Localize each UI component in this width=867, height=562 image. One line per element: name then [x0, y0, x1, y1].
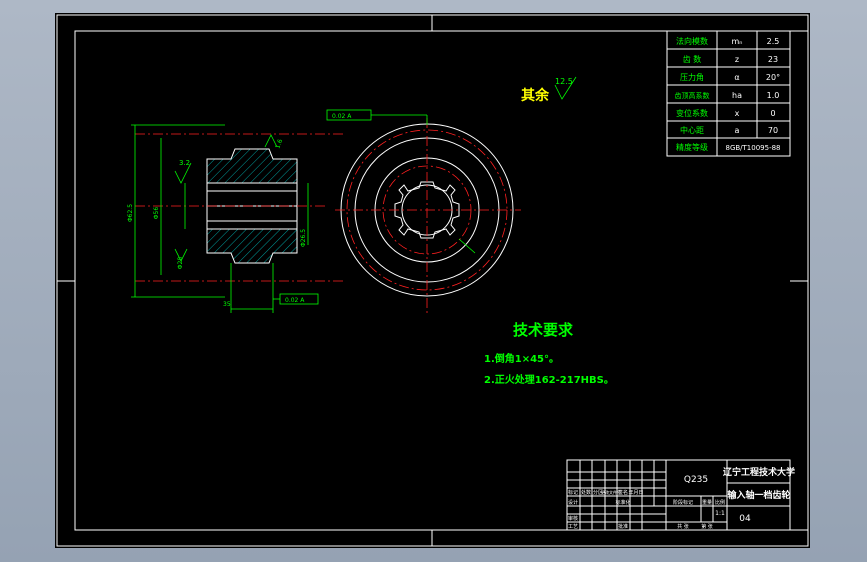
param-label: 中心距 — [680, 125, 704, 135]
tech-requirement-1: 1.倒角1×45°。 — [484, 352, 559, 365]
param-label: 精度等级 — [676, 142, 708, 152]
tb-label: 批准 — [618, 523, 628, 530]
surface-roughness-value: 12.5 — [555, 77, 573, 86]
tolerance-frame-top: 0.02 A — [332, 113, 352, 120]
parameter-table: 法向模数 mₙ 2.5 齿 数 z 23 压力角 α 20° 齿顶高系数 ha … — [666, 30, 791, 157]
surface-note-text: 其余 — [521, 87, 550, 104]
tb-label: 共 张 — [677, 523, 689, 530]
cad-drawing: 法向模数 mₙ 2.5 齿 数 z 23 压力角 α 20° 齿顶高系数 ha … — [56, 14, 809, 547]
title-drawing-no: 04 — [739, 514, 751, 524]
param-value: 20° — [766, 73, 780, 82]
param-symbol: mₙ — [732, 37, 743, 46]
param-value: 2.5 — [767, 37, 780, 46]
roughness-1-6: 1.6 — [274, 138, 284, 150]
dim-tip-diameter: Φ62.5 — [127, 204, 134, 222]
param-label: 压力角 — [680, 72, 704, 82]
tech-title: 技术要求 — [513, 321, 574, 339]
tech-requirement-2: 2.正火处理162-217HBS。 — [484, 373, 614, 386]
tb-label: 工艺 — [568, 524, 578, 530]
param-label: 齿顶高系数 — [675, 91, 710, 100]
tb-label: 分区 — [593, 489, 603, 496]
param-value: 0 — [770, 109, 775, 118]
param-symbol: a — [735, 126, 740, 135]
param-symbol: ha — [732, 91, 742, 100]
title-material: Q235 — [684, 475, 708, 485]
param-label: 变位系数 — [676, 108, 708, 118]
title-block: Q235 辽宁工程技术大学 输入轴一档齿轮 04 1:1 标记 处数 分区 更改… — [566, 459, 795, 531]
param-symbol: x — [735, 109, 740, 118]
roughness-3-2: 3.2 — [179, 159, 190, 167]
tb-label: 审核 — [568, 515, 578, 522]
gear-section-view: Φ62.5 Φ56 Φ28 Φ26.5 35 0.02 A 3.2 1.6 — [127, 124, 345, 313]
param-label: 齿 数 — [683, 54, 702, 64]
tb-label: 标记 — [568, 489, 578, 496]
dim-bore-diameter: Φ28 — [177, 257, 184, 270]
tb-label: 处数 — [581, 489, 591, 496]
param-symbol: z — [735, 55, 739, 64]
param-value: 70 — [768, 126, 778, 135]
param-symbol: α — [734, 73, 739, 82]
dim-keyway: Φ26.5 — [300, 229, 307, 247]
title-school: 辽宁工程技术大学 — [723, 466, 795, 478]
tb-label: 更改文件号 — [601, 489, 621, 495]
tb-label: 重量 — [702, 499, 712, 506]
tb-label: 签名 — [618, 489, 628, 496]
tb-label: 阶段标记 — [673, 499, 693, 506]
tb-label: 比例 — [715, 499, 725, 506]
tb-label: 年月日 — [628, 489, 643, 496]
tb-label: 设计 — [568, 499, 578, 506]
param-value: 8GB/T10095-88 — [725, 144, 780, 152]
param-value: 23 — [768, 55, 778, 64]
param-label: 法向模数 — [676, 36, 708, 46]
drawing-canvas: 法向模数 mₙ 2.5 齿 数 z 23 压力角 α 20° 齿顶高系数 ha … — [55, 13, 810, 548]
surface-roughness-note: 其余 12.5 — [521, 76, 577, 104]
tb-label: 标准化 — [615, 499, 630, 506]
tb-label: 第 张 — [701, 523, 713, 530]
dim-root-diameter: Φ56 — [153, 207, 160, 220]
gear-front-view: 0.02 A — [326, 109, 521, 313]
dim-width: 35 — [223, 301, 231, 308]
title-part-name: 输入轴一档齿轮 — [727, 489, 790, 501]
technical-requirements: 技术要求 1.倒角1×45°。 2.正火处理162-217HBS。 — [484, 321, 614, 386]
title-scale: 1:1 — [715, 510, 725, 517]
tolerance-frame-bottom: 0.02 A — [285, 297, 305, 304]
param-value: 1.0 — [767, 91, 780, 100]
